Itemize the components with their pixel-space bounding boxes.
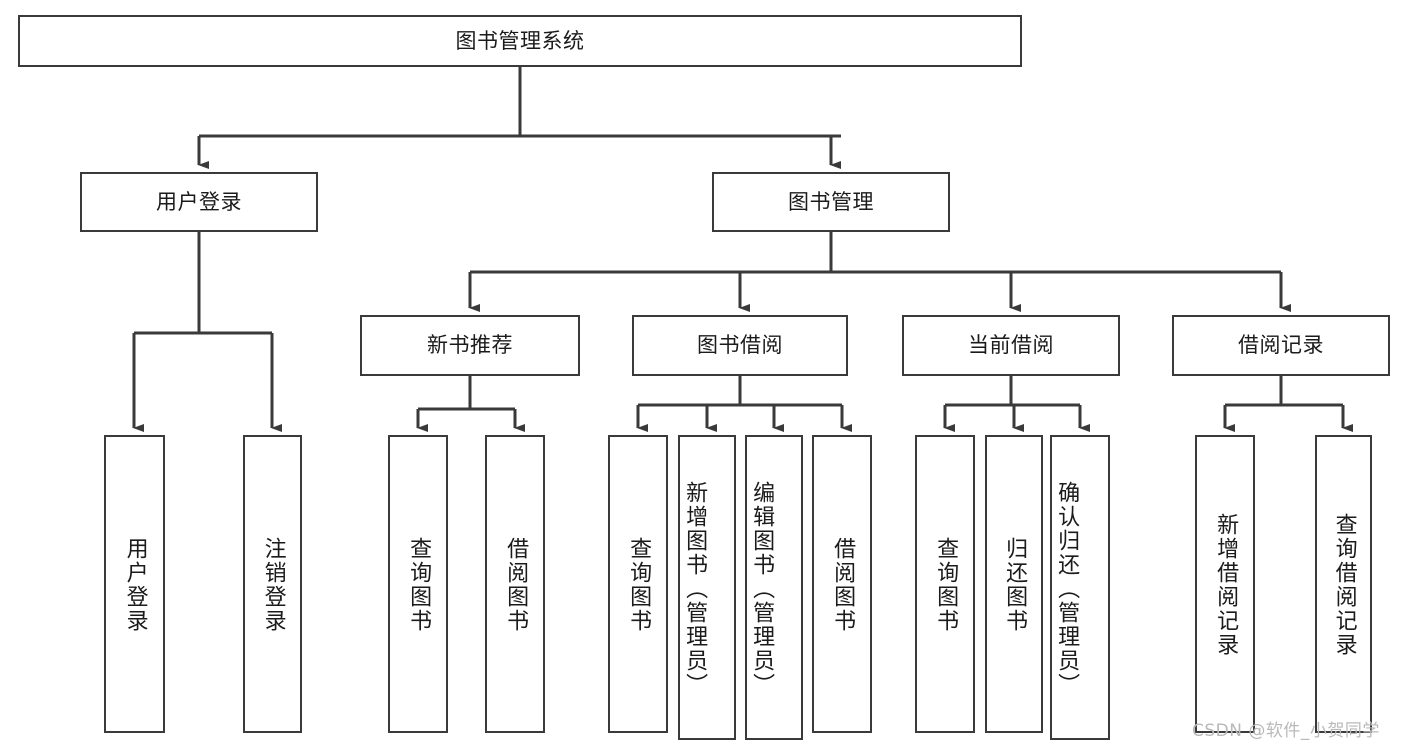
node-label: 注销登录 — [260, 537, 286, 633]
node-leaf-query-book-recommend[interactable]: 查询图书 — [388, 435, 448, 733]
watermark-text: CSDN @软件_小贺同学 — [1192, 721, 1380, 741]
node-book-management[interactable]: 图书管理 — [712, 172, 950, 232]
node-user-login[interactable]: 用户登录 — [80, 172, 318, 232]
node-label: 用户登录 — [122, 537, 148, 633]
node-label: 图书管理 — [788, 189, 874, 214]
node-new-book-recommend[interactable]: 新书推荐 — [360, 315, 580, 376]
node-leaf-add-borrow-record[interactable]: 新增借阅记录 — [1195, 435, 1255, 733]
node-current-borrow[interactable]: 当前借阅 — [902, 315, 1120, 376]
node-label: 借阅记录 — [1238, 333, 1324, 358]
node-leaf-user-login[interactable]: 用户登录 — [104, 435, 165, 733]
node-label: 当前借阅 — [968, 333, 1054, 358]
node-label: 图书管理系统 — [455, 28, 585, 53]
node-leaf-user-logout[interactable]: 注销登录 — [243, 435, 302, 733]
node-leaf-return-book[interactable]: 归还图书 — [985, 435, 1043, 733]
node-label: 借阅图书 — [503, 537, 529, 633]
node-label: 查询借阅记录 — [1331, 513, 1357, 657]
node-label: 用户登录 — [156, 189, 242, 214]
node-label: 确认归还（管理员） — [1054, 480, 1080, 697]
node-label: 图书借阅 — [697, 333, 783, 358]
node-label: 查询图书 — [626, 537, 652, 633]
node-leaf-edit-book-admin[interactable]: 编辑图书（管理员） — [745, 435, 803, 740]
node-leaf-query-borrow-record[interactable]: 查询借阅记录 — [1315, 435, 1372, 733]
node-label: 查询图书 — [933, 537, 959, 633]
node-label: 新增图书（管理员） — [682, 480, 708, 697]
node-leaf-query-book-borrow[interactable]: 查询图书 — [608, 435, 668, 733]
node-leaf-add-book-admin[interactable]: 新增图书（管理员） — [678, 435, 736, 740]
node-leaf-borrow-book[interactable]: 借阅图书 — [812, 435, 872, 733]
node-root-system[interactable]: 图书管理系统 — [18, 15, 1022, 67]
node-leaf-confirm-return-admin[interactable]: 确认归还（管理员） — [1050, 435, 1110, 740]
node-label: 借阅图书 — [830, 537, 856, 633]
node-book-borrow[interactable]: 图书借阅 — [632, 315, 848, 376]
node-leaf-query-book-current[interactable]: 查询图书 — [915, 435, 975, 733]
node-leaf-borrow-book-recommend[interactable]: 借阅图书 — [485, 435, 545, 733]
node-label: 新增借阅记录 — [1213, 513, 1239, 657]
node-borrow-record[interactable]: 借阅记录 — [1172, 315, 1390, 376]
node-label: 查询图书 — [406, 537, 432, 633]
node-label: 归还图书 — [1002, 537, 1028, 633]
node-label: 编辑图书（管理员） — [749, 480, 775, 697]
node-label: 新书推荐 — [427, 333, 513, 358]
